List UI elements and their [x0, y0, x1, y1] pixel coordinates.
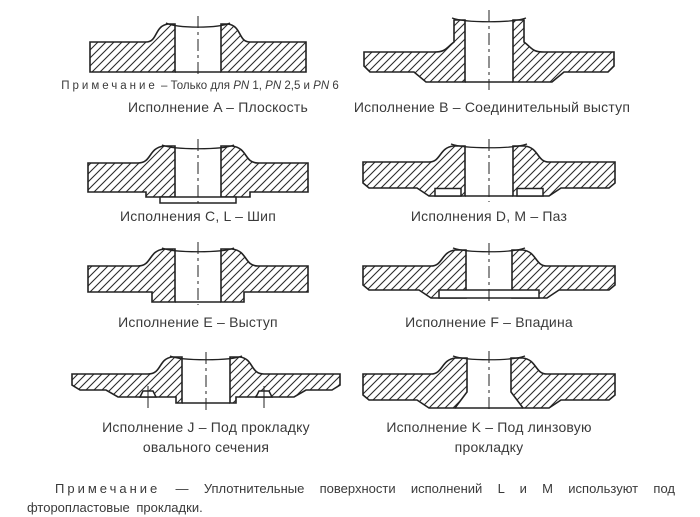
figure-j [70, 350, 342, 412]
figure-e-caption: Исполнение E – Выступ [118, 314, 278, 330]
figure-f [361, 240, 617, 306]
figure-a-note: Примечание – Только для PN 1, PN 2,5 и P… [61, 80, 339, 92]
figure-b-caption: Исполнение B – Соединительный выступ [353, 99, 631, 115]
figure-j-caption-line1: Исполнение J – Под прокладку [102, 419, 310, 435]
figure-k-caption-line1: Исполнение K – Под линзовую [386, 419, 592, 435]
flange-section-f-drawing [362, 243, 616, 304]
figure-a [88, 12, 308, 78]
flange-section-k-drawing [362, 351, 616, 413]
flange-section-j-drawing [71, 352, 341, 410]
flange-section-b-drawing [363, 10, 615, 90]
flange-section-e-drawing [87, 242, 309, 305]
note-label: Примечание [61, 80, 158, 92]
figure-k-caption: Исполнение K – Под линзовую прокладку [361, 417, 617, 457]
figure-dm-caption: Исполнения D, M – Паз [410, 208, 568, 224]
figure-dm [361, 136, 617, 204]
figure-cl-caption: Исполнения C, L – Шип [120, 208, 276, 224]
bottom-note-label: Примечание [55, 481, 161, 496]
bottom-note: Примечание — Уплотнительные поверхности … [27, 479, 675, 517]
figure-j-caption-line2: овального сечения [142, 439, 270, 455]
flange-section-cl-drawing [87, 139, 309, 204]
figure-e [86, 240, 310, 306]
figure-k-caption-line2: прокладку [454, 439, 524, 455]
flange-section-a-drawing [89, 16, 307, 76]
flange-section-dm-drawing [362, 139, 616, 202]
figure-f-caption: Исполнение F – Впадина [405, 314, 573, 330]
bottom-note-dash: — [160, 481, 204, 496]
figure-b [362, 6, 616, 92]
figure-k [361, 348, 617, 414]
groove-profile-right [516, 187, 544, 197]
figure-a-caption: Исполнение A – Плоскость [128, 99, 308, 115]
figure-j-caption: Исполнение J – Под прокладку овального с… [70, 417, 342, 457]
groove-profile-left [434, 187, 462, 197]
bottom-note-text: Уплотнительные поверхности исполнений L … [27, 481, 675, 515]
figure-cl [86, 136, 310, 204]
